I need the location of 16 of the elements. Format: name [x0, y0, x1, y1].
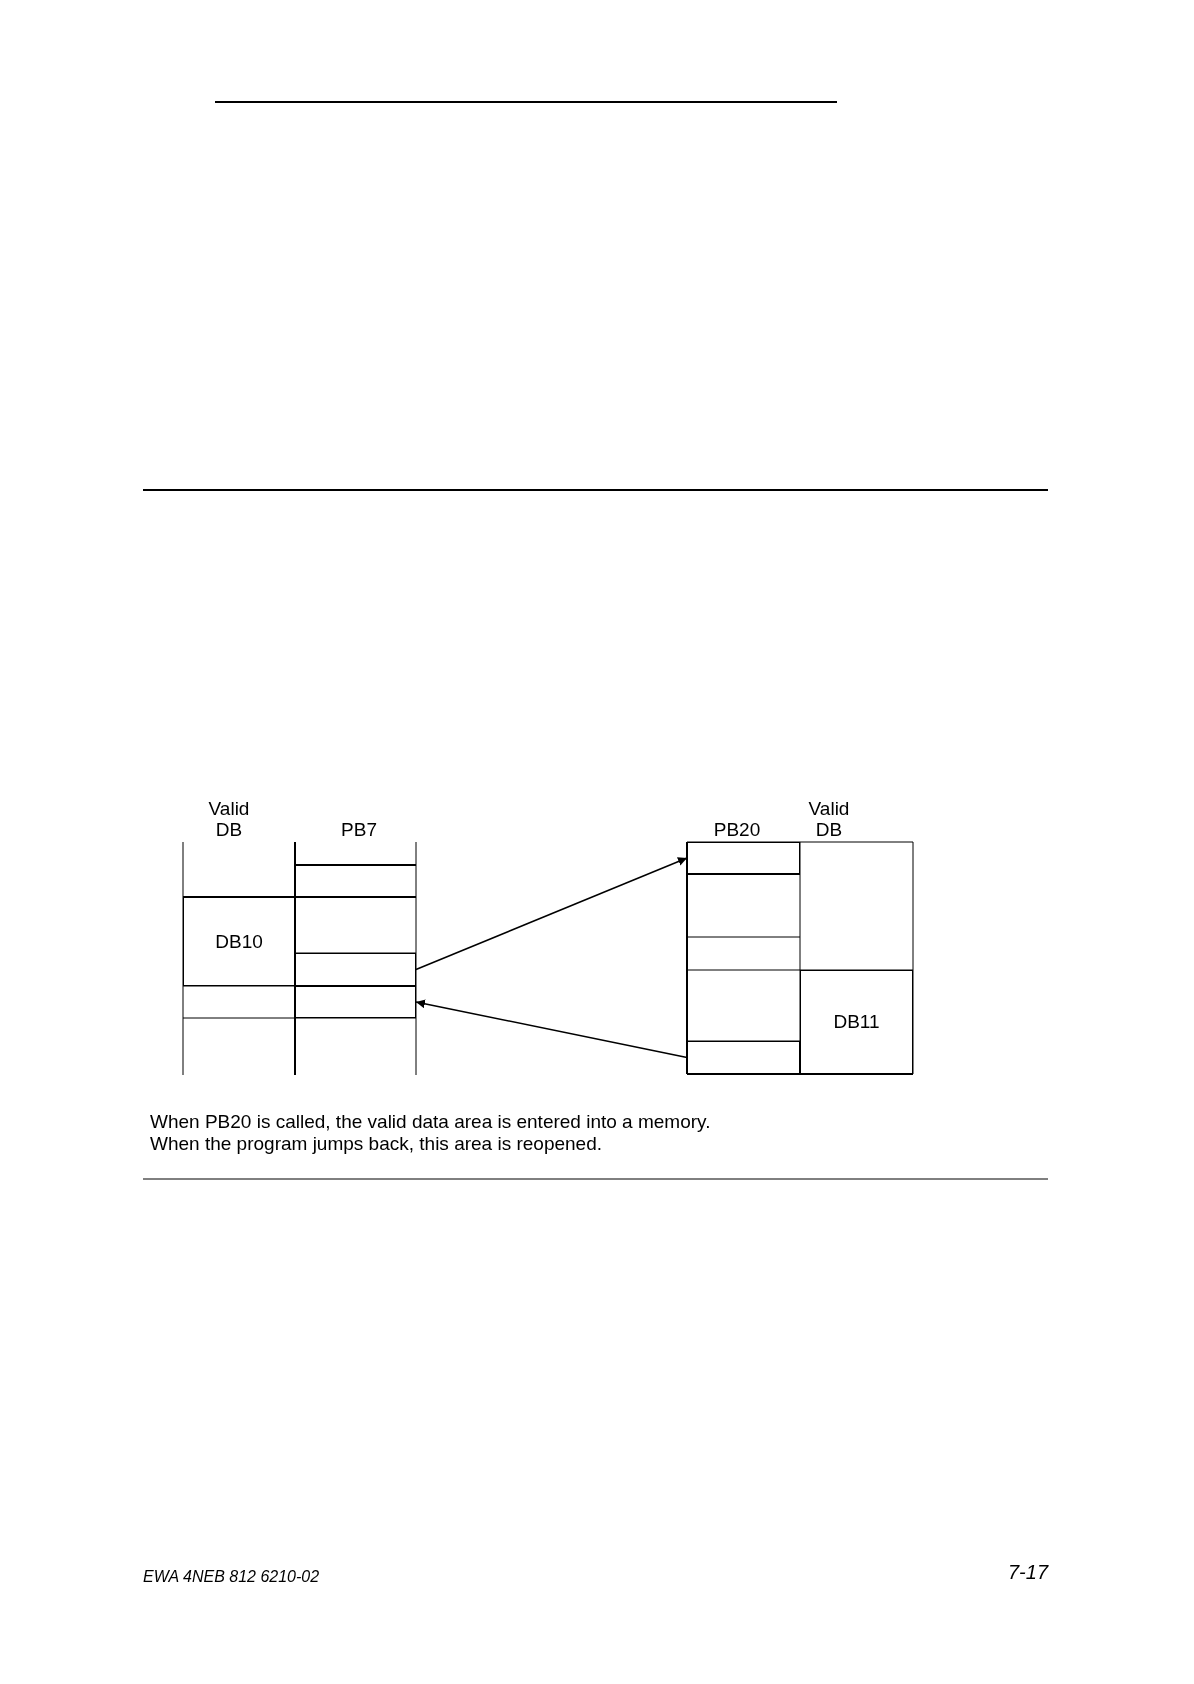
- column-header: Valid DB: [807, 798, 851, 840]
- column-header: PB7: [340, 819, 378, 840]
- arrow: [415, 857, 688, 971]
- memory-cell: [687, 842, 800, 874]
- column-header: PB20: [712, 819, 762, 840]
- memory-area-cell: DB10: [183, 897, 295, 986]
- caption-text: When PB20 is called, the valid data area is entered into a memory.: [150, 1111, 712, 1132]
- caption-text: When the program jumps back, this area is reopened.: [150, 1133, 603, 1154]
- page-number: 7-17: [1006, 1562, 1048, 1583]
- memory-cell: [295, 986, 416, 1018]
- memory-cell: [295, 953, 416, 986]
- memory-cell: [687, 1041, 800, 1074]
- document-number: EWA 4NEB 812 6210-02: [143, 1567, 321, 1587]
- arrow: [415, 999, 688, 1059]
- memory-area-cell: DB11: [800, 970, 913, 1074]
- column-header: Valid DB: [207, 798, 251, 840]
